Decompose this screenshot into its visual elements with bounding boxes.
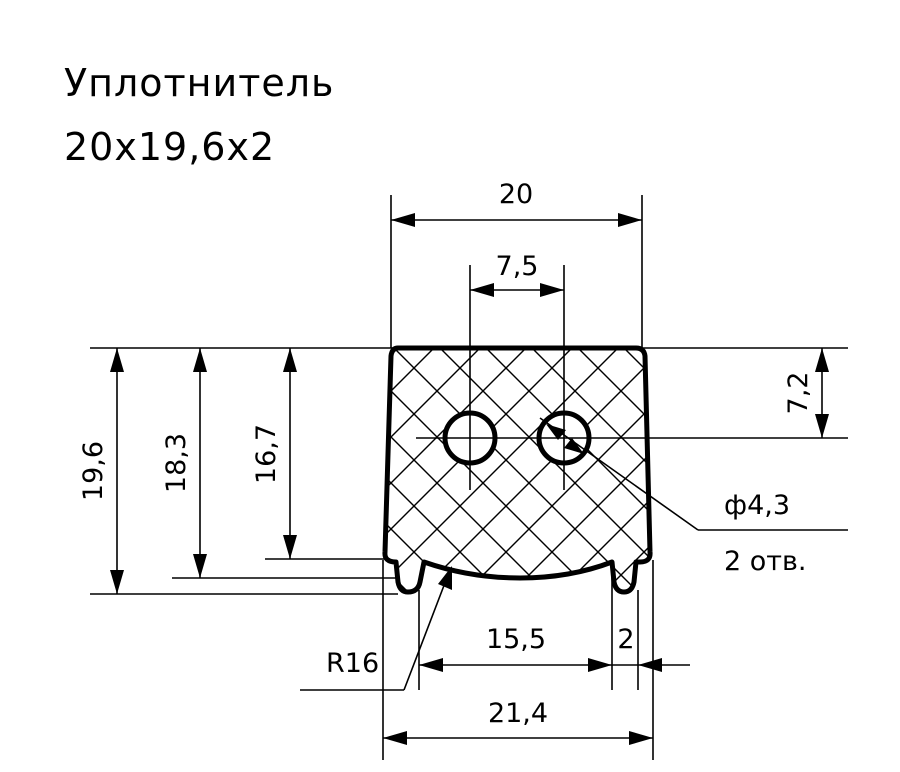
dimension-lines <box>110 213 829 745</box>
extension-lines <box>90 195 848 760</box>
dim-hole-spacing: 7,5 <box>496 251 539 282</box>
dim-hole-diameter: ф4,3 <box>724 490 790 521</box>
dim-hole-offset: 7,2 <box>783 372 814 415</box>
title-size: 20х19,6х2 <box>64 125 276 169</box>
seal-body <box>382 345 653 595</box>
dim-inner-width: 15,5 <box>486 624 546 655</box>
dimension-labels: 20 7,5 19,6 18,3 16,7 7,2 ф4,3 2 отв. R1… <box>78 179 814 729</box>
dim-height-total: 19,6 <box>78 441 109 501</box>
dim-width-bottom: 21,4 <box>488 698 548 729</box>
dim-hole-count: 2 отв. <box>724 546 807 577</box>
dim-height-body: 16,7 <box>251 424 282 484</box>
dim-width-top: 20 <box>499 179 533 210</box>
dim-lip-width: 2 <box>617 624 634 655</box>
dim-height-mid: 18,3 <box>161 433 192 493</box>
dim-radius: R16 <box>326 648 379 679</box>
title-name: Уплотнитель <box>64 61 335 105</box>
